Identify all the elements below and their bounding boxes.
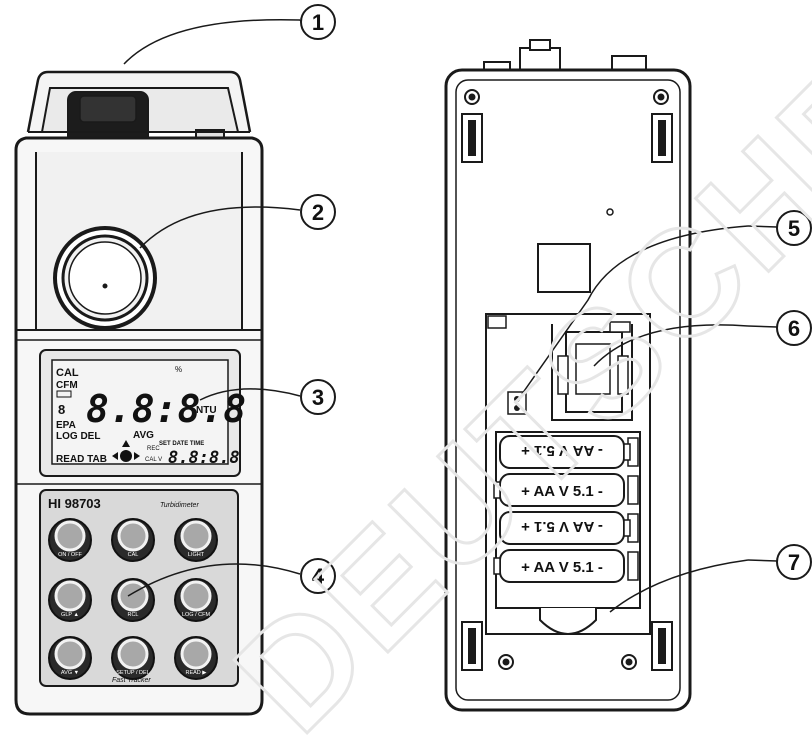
- lcd-main-digits: 8.8:8.8: [86, 387, 246, 431]
- battery-cells: - AA V 5.1 + + AA V 5.1 - - AA V 5.1 + + AA…: [493, 435, 639, 583]
- callout-6: 6: [776, 310, 812, 346]
- lcd-small-eight: 8: [58, 402, 65, 417]
- screw-icon: [464, 89, 669, 670]
- lcd-rec: REC: [147, 446, 160, 452]
- lcd-cal: CAL: [56, 367, 79, 379]
- callout-1: 1: [300, 4, 336, 40]
- keypad-labels: HI 98703 Turbidimeter Fast Tracker: [48, 496, 199, 684]
- svg-text:5: 5: [788, 216, 800, 241]
- lcd-display: CAL CFM 8.8:8.8 NTU % 8 EPA LOG DEL AVG …: [56, 365, 246, 468]
- keypad-button-label: GLP ▲: [61, 612, 79, 618]
- keypad-button-label: READ ▶: [185, 670, 207, 676]
- svg-text:6: 6: [788, 316, 800, 341]
- keypad-button[interactable]: RCL: [111, 578, 155, 622]
- keypad-button-label: SETUP / DEL: [116, 670, 150, 676]
- leader-3: [199, 388, 301, 401]
- lcd-lamp-icon: [112, 440, 140, 462]
- keypad-model: HI 98703: [48, 496, 101, 511]
- lcd-percent: %: [175, 365, 182, 374]
- leader-lines: [123, 18, 749, 613]
- lcd-read-tab: READ TAB: [56, 454, 107, 465]
- keypad-button[interactable]: CAL: [111, 518, 155, 562]
- leader-5: [521, 225, 749, 395]
- battery-cell: + AA V 5.1 -: [493, 473, 639, 507]
- keypad-button-label: LOG / CFM: [182, 612, 211, 618]
- keypad-button[interactable]: LIGHT: [174, 518, 218, 562]
- battery-cell: + AA V 5.1 -: [493, 549, 639, 583]
- keypad-buttons: ON / OFF CAL LIGHT GLP ▲ RCL LOG / CFM AVG ▼ SE…: [48, 518, 218, 680]
- battery-label: - AA V 5.1 +: [521, 518, 603, 535]
- lcd-epa: EPA: [56, 420, 76, 431]
- leader-1: [123, 18, 301, 65]
- callouts: 1 2 3 4 5 6 7: [299, 4, 812, 594]
- battery-cell: - AA V 5.1 +: [499, 511, 639, 545]
- svg-text:7: 7: [788, 550, 800, 575]
- leader-4: [127, 563, 301, 597]
- keypad-button[interactable]: GLP ▲: [48, 578, 92, 622]
- lcd-small-digits: 8.8:8.8: [168, 448, 240, 468]
- leader-2: [139, 206, 301, 249]
- meter-front-view: [14, 70, 264, 716]
- battery-label: + AA V 5.1 -: [521, 559, 603, 576]
- keypad-button-label: RCL: [127, 612, 138, 618]
- keypad-button[interactable]: READ ▶: [174, 636, 218, 680]
- lcd-set-date-time: SET DATE TIME: [159, 441, 204, 447]
- keypad-button[interactable]: ON / OFF: [48, 518, 92, 562]
- svg-text:3: 3: [312, 385, 324, 410]
- svg-text:2: 2: [312, 200, 324, 225]
- lcd-avg: AVG: [133, 430, 154, 441]
- callout-5: 5: [776, 210, 812, 246]
- keypad-button-label: LIGHT: [188, 552, 205, 558]
- keypad-button-label: ON / OFF: [58, 552, 82, 558]
- keypad-footer: Fast Tracker: [112, 677, 151, 684]
- keypad-button[interactable]: LOG / CFM: [174, 578, 218, 622]
- keypad-button-label: CAL: [128, 552, 139, 558]
- keypad-button-label: AVG ▼: [61, 670, 79, 676]
- battery-label: + AA V 5.1 -: [521, 483, 603, 500]
- battery-cell: - AA V 5.1 +: [499, 435, 639, 469]
- callout-4: 4: [300, 558, 336, 594]
- lcd-battery-indicator: [56, 390, 72, 398]
- keypad-button[interactable]: AVG ▼: [48, 636, 92, 680]
- lcd-cal-v: CAL V: [145, 457, 162, 463]
- keypad-button[interactable]: SETUP / DEL: [111, 636, 155, 680]
- callout-7: 7: [776, 544, 812, 580]
- lcd-unit: NTU: [196, 405, 217, 416]
- callout-2: 2: [300, 194, 336, 230]
- lcd-log-del: LOG DEL: [56, 431, 100, 442]
- svg-text:4: 4: [312, 564, 325, 589]
- battery-label: - AA V 5.1 +: [521, 442, 603, 459]
- callout-3: 3: [300, 379, 336, 415]
- keypad-brand: Turbidimeter: [160, 502, 199, 509]
- svg-text:1: 1: [312, 10, 324, 35]
- lcd-cfm: CFM: [56, 380, 78, 391]
- leader-7: [609, 559, 749, 613]
- leader-6: [593, 324, 749, 367]
